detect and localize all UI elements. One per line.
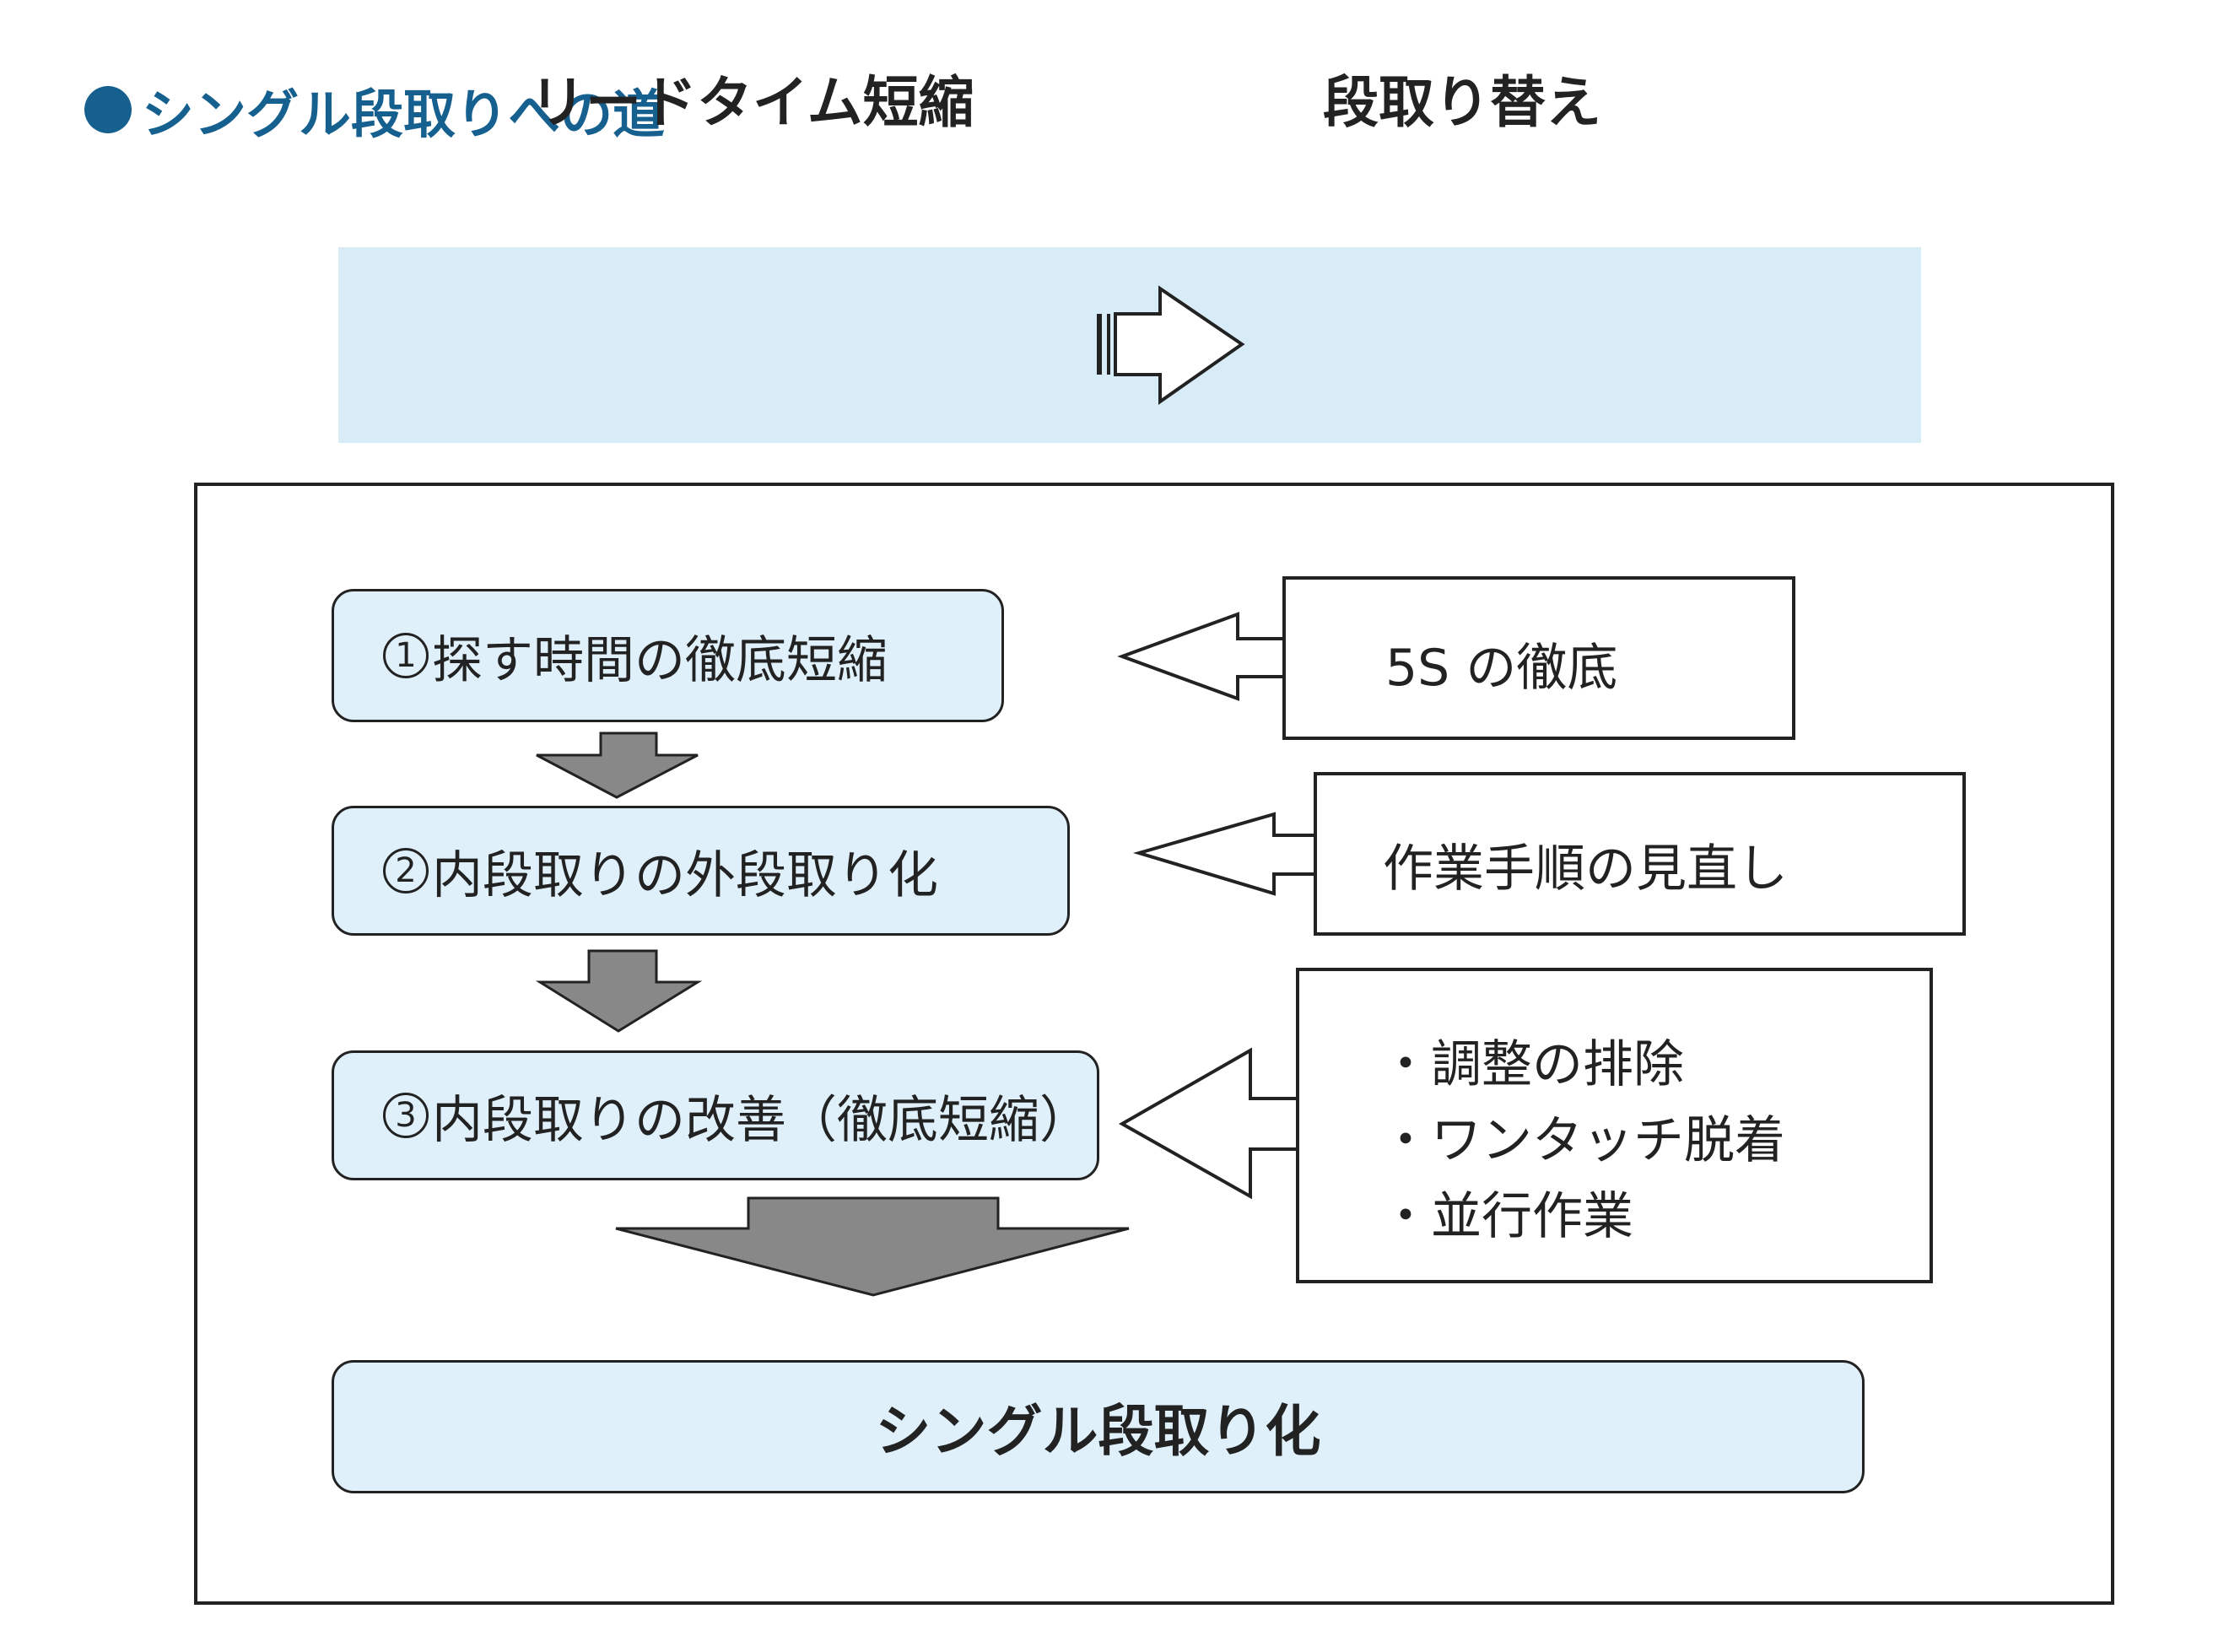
result-label: シングル段取り化 [875, 1399, 1321, 1464]
page-title: シングル段取りへの道 [84, 67, 665, 152]
step-2-box: 2 内段取りの外段取り化 [332, 806, 1070, 936]
note-box-2: 作業手順の見直し [1314, 772, 1966, 936]
down-arrow-icon [615, 1196, 1130, 1297]
result-box: シングル段取り化 [332, 1360, 1865, 1493]
step-label: 探す時間の徹底短縮 [432, 630, 888, 690]
bullet-dot-icon [84, 86, 132, 133]
left-arrow-icon [1117, 612, 1286, 701]
step-number-badge: 1 [383, 633, 429, 678]
note-box-1: 5S の徹底 [1282, 576, 1795, 740]
left-arrow-icon [1132, 812, 1318, 896]
note-text: 作業手順の見直し [1383, 839, 1788, 899]
note-box-3: ・調整の排除 ・ワンタッチ脱着 ・並行作業 [1296, 968, 1933, 1283]
page-title-text: シングル段取りへの道 [142, 84, 666, 145]
left-arrow-icon [1118, 1047, 1299, 1200]
down-arrow-icon [535, 949, 703, 1033]
banner-arrow-icon [1097, 285, 1245, 405]
step-1-box: 1 探す時間の徹底短縮 [332, 589, 1004, 722]
banner-left-text: リードタイム短縮 [530, 70, 974, 135]
note-text: ・調整の排除 [1380, 1035, 1684, 1094]
note-text: ・ワンタッチ脱着 [1380, 1111, 1785, 1170]
down-arrow-icon [536, 732, 699, 799]
flow-frame [194, 483, 2114, 1605]
step-number-badge: 3 [383, 1093, 429, 1138]
step-label: 内段取りの外段取り化 [432, 845, 938, 905]
note-text: ・並行作業 [1380, 1187, 1633, 1246]
step-label: 内段取りの改善（徹底短縮） [432, 1090, 1090, 1150]
banner-right-text: 段取り替え [1323, 70, 1601, 135]
step-3-box: 3 内段取りの改善（徹底短縮） [332, 1050, 1099, 1180]
step-number-badge: 2 [383, 848, 429, 893]
note-text: 5S の徹底 [1385, 639, 1618, 698]
